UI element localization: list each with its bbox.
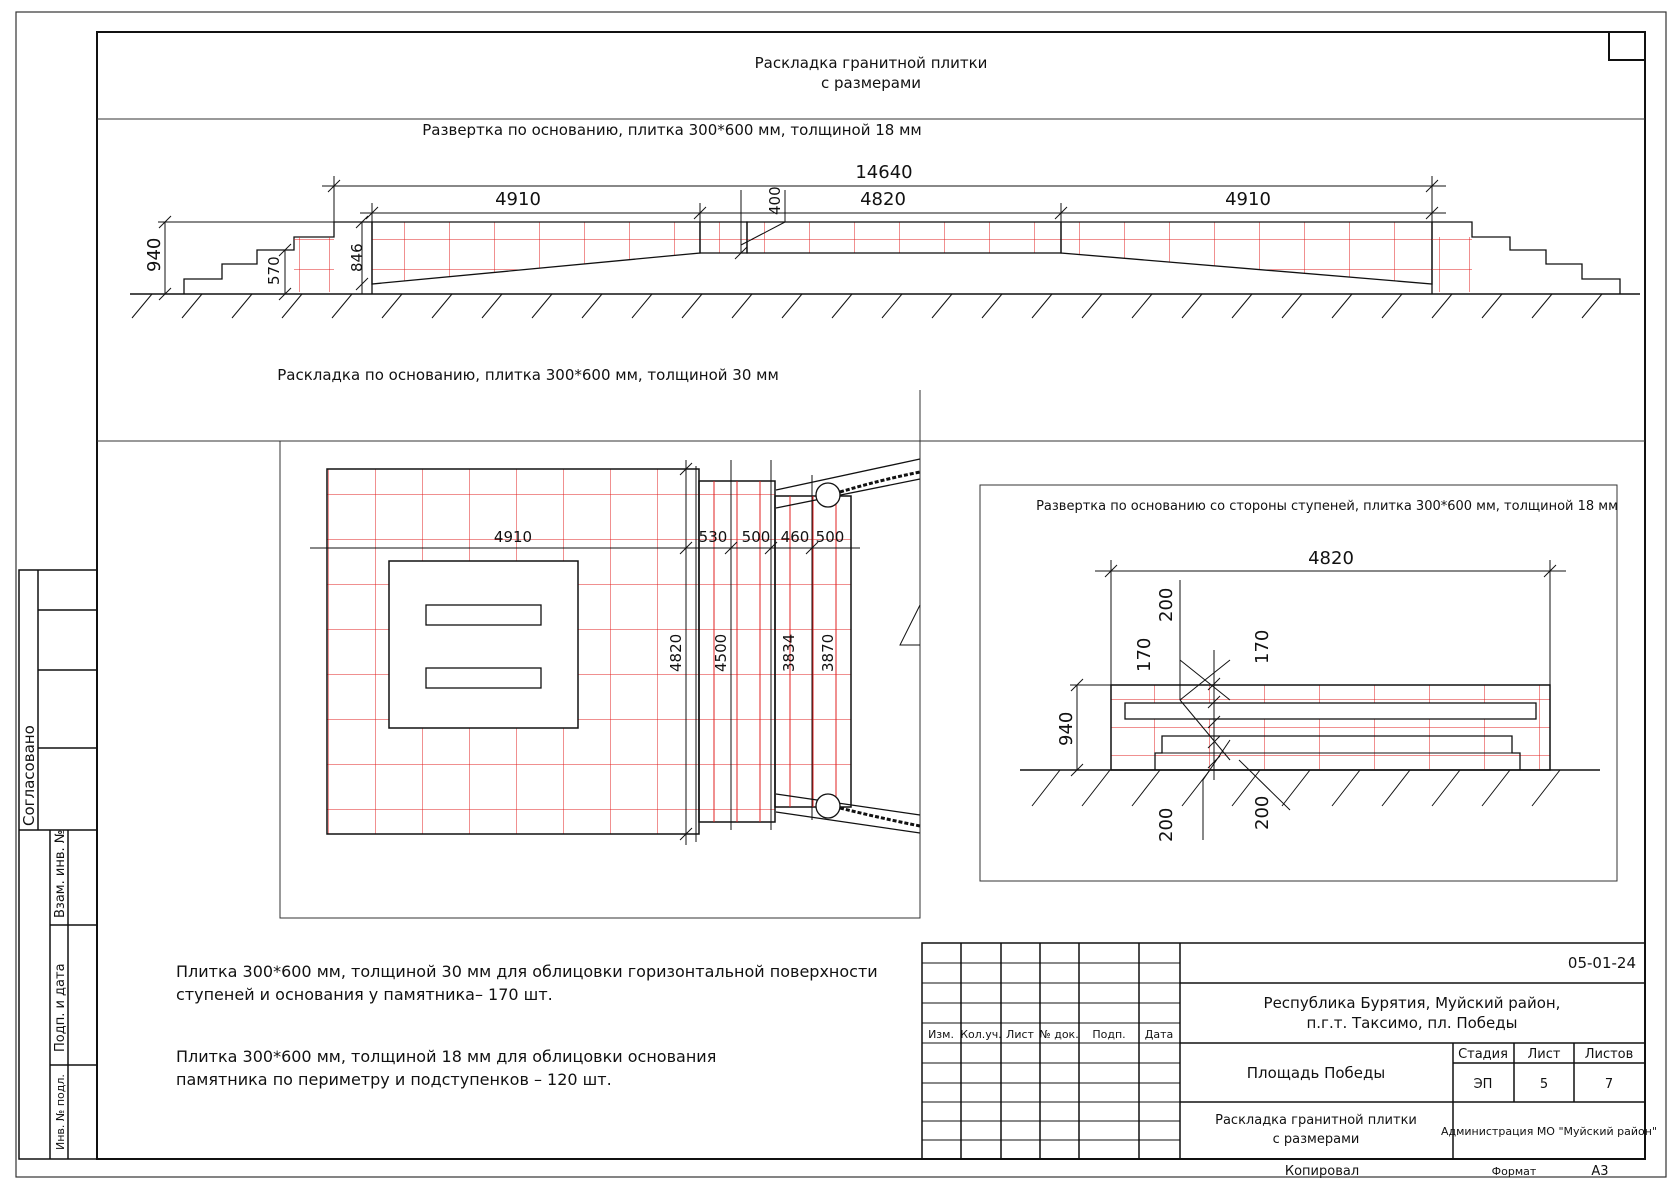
plan-dimension-lines bbox=[310, 460, 860, 845]
plan-dim-h1: 4820 bbox=[667, 634, 685, 672]
side-stamp-inv-orig: Инв. № подл. bbox=[54, 1074, 67, 1150]
steps-ground-hatch bbox=[1031, 769, 1561, 807]
steps-dim-height: 940 bbox=[1056, 712, 1077, 746]
header-title-line2: с размерами bbox=[821, 74, 921, 92]
side-stamp-sign-date: Подп. и дата bbox=[53, 963, 68, 1052]
steps-dim-top-b: 170 bbox=[1134, 638, 1155, 672]
note-30mm-line2: ступеней и основания у памятника– 170 шт… bbox=[176, 985, 553, 1004]
note-18mm: Плитка 300*600 мм, толщиной 18 мм для об… bbox=[176, 1045, 716, 1091]
top-ground-hatch bbox=[131, 293, 1603, 319]
title-block-grid bbox=[921, 942, 1646, 1160]
tb-header-list: Лист bbox=[1006, 1028, 1034, 1041]
steps-frame bbox=[979, 484, 1618, 882]
plan-chain-posts bbox=[775, 458, 921, 834]
plan-dim-width: 4910 bbox=[494, 528, 532, 546]
plan-dim-h3: 3834 bbox=[780, 634, 798, 672]
steps-top-slab bbox=[1124, 702, 1537, 720]
top-dim-inner-height: 846 bbox=[348, 243, 366, 272]
plan-section-caption: Раскладка по основанию, плитка 300*600 м… bbox=[277, 366, 779, 384]
steps-dim-top-a: 200 bbox=[1156, 588, 1177, 622]
tb-header-data: Дата bbox=[1145, 1028, 1173, 1041]
top-slab-left bbox=[371, 221, 701, 285]
top-dim-left: 4910 bbox=[495, 189, 541, 210]
tb-header-podp: Подп. bbox=[1092, 1028, 1125, 1041]
monument-base bbox=[388, 560, 579, 729]
side-stamp bbox=[18, 569, 98, 1160]
steps-dim-bottom-b: 200 bbox=[1252, 796, 1273, 830]
note-30mm-line1: Плитка 300*600 мм, толщиной 30 мм для об… bbox=[176, 962, 878, 981]
tb-sheets-label: Листов bbox=[1585, 1047, 1634, 1062]
top-dim-step-rise: 570 bbox=[265, 256, 283, 285]
top-slab-right bbox=[1060, 221, 1433, 285]
tb-sheets: 7 bbox=[1605, 1077, 1613, 1092]
side-stamp-replace-inv: Взам. инв. № bbox=[53, 830, 68, 918]
side-stamp-approved: Согласовано bbox=[20, 725, 38, 826]
tb-copied: Копировал bbox=[1285, 1164, 1359, 1179]
tb-sheet-label: Лист bbox=[1528, 1047, 1561, 1062]
top-dimension-lines bbox=[158, 176, 1446, 301]
outer-frame bbox=[15, 11, 1667, 1178]
tb-location-line2: п.г.т. Таксимо, пл. Победы bbox=[1306, 1014, 1517, 1032]
tb-code: 05-01-24 bbox=[1568, 954, 1636, 972]
corner-box bbox=[1608, 31, 1646, 61]
tb-stage: ЭП bbox=[1474, 1077, 1493, 1092]
header-title-line1: Раскладка гранитной плитки bbox=[755, 54, 988, 72]
steps-dimension-lines bbox=[1070, 560, 1566, 840]
tb-format-label: Формат bbox=[1492, 1165, 1537, 1178]
note-30mm: Плитка 300*600 мм, толщиной 30 мм для об… bbox=[176, 960, 878, 1006]
steps-inner-steps bbox=[1154, 735, 1521, 770]
tb-stage-label: Стадия bbox=[1458, 1047, 1508, 1062]
top-gap-block bbox=[699, 221, 748, 254]
note-18mm-line1: Плитка 300*600 мм, толщиной 18 мм для об… bbox=[176, 1047, 717, 1066]
steps-dim-top-c: 170 bbox=[1252, 630, 1273, 664]
plan-frame bbox=[279, 440, 921, 919]
tb-object: Площадь Победы bbox=[1247, 1064, 1386, 1082]
top-left-step-tiles bbox=[294, 237, 334, 292]
title-block-rows bbox=[922, 962, 1180, 1141]
note-18mm-line2: памятника по периметру и подступенков – … bbox=[176, 1070, 612, 1089]
top-dim-height-left: 940 bbox=[144, 238, 165, 272]
top-section-caption: Развертка по основанию, плитка 300*600 м… bbox=[422, 121, 921, 139]
steps-section-caption: Развертка по основанию со стороны ступен… bbox=[1036, 499, 1618, 514]
plan-dim-h4: 3870 bbox=[819, 634, 837, 672]
top-dim-total: 14640 bbox=[855, 162, 912, 183]
plan-dim-d3: 460 bbox=[781, 528, 810, 546]
plan-dim-h2: 4500 bbox=[712, 634, 730, 672]
monument-slot-2 bbox=[425, 667, 542, 689]
top-slab-middle bbox=[746, 221, 1062, 254]
tb-location-line1: Республика Бурятия, Муйский район, bbox=[1264, 994, 1561, 1012]
steps-dim-bottom-a: 200 bbox=[1156, 808, 1177, 842]
top-dim-middle: 4820 bbox=[860, 189, 906, 210]
tb-sheet-title-line2: с размерами bbox=[1273, 1132, 1360, 1147]
monument-slot-1 bbox=[425, 604, 542, 626]
steps-dim-width: 4820 bbox=[1308, 548, 1354, 569]
tb-sheet-title-line1: Раскладка гранитной плитки bbox=[1215, 1113, 1417, 1128]
plan-dim-d4: 500 bbox=[816, 528, 845, 546]
tb-sheet: 5 bbox=[1540, 1077, 1548, 1092]
plan-dim-d1: 530 bbox=[699, 528, 728, 546]
tb-header-izm: Изм. bbox=[928, 1028, 954, 1041]
top-dim-gap: 400 bbox=[766, 186, 784, 215]
tb-format: А3 bbox=[1591, 1164, 1608, 1179]
tb-header-kol: Кол.уч. bbox=[960, 1028, 1002, 1041]
plan-dim-d2: 500 bbox=[742, 528, 771, 546]
tb-organization: Администрация МО "Муйский район" bbox=[1441, 1125, 1657, 1138]
top-right-step-tiles bbox=[1432, 237, 1472, 292]
tb-header-ndok: № док. bbox=[1039, 1028, 1078, 1041]
top-dim-right: 4910 bbox=[1225, 189, 1271, 210]
steps-elevation bbox=[1110, 684, 1551, 771]
